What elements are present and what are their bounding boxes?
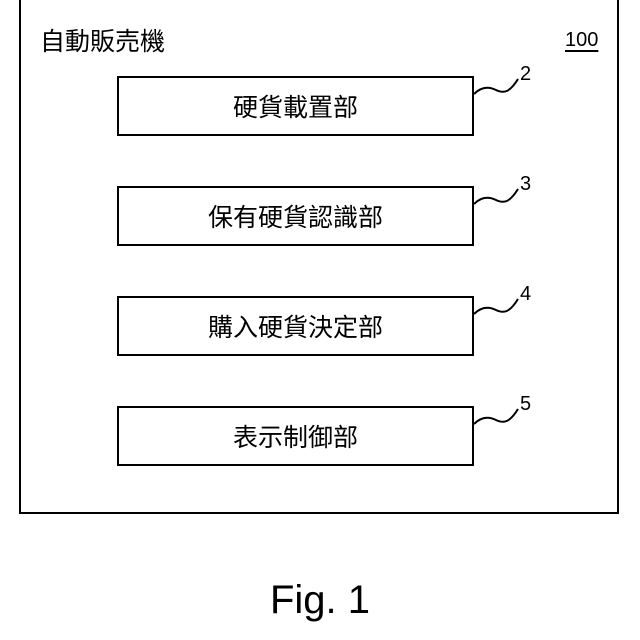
held-coin-recognition-unit-label: 保有硬貨認識部 — [208, 198, 383, 234]
purchase-coin-decision-unit-box: 購入硬貨決定部 — [117, 296, 474, 356]
held-coin-recognition-unit-box: 保有硬貨認識部 — [117, 186, 474, 246]
coin-placement-unit-box: 硬貨載置部 — [117, 76, 474, 136]
coin-placement-unit-ref: 2 — [520, 62, 531, 86]
display-control-unit-ref: 5 — [520, 392, 531, 416]
device-title: 自動販売機 — [40, 22, 165, 62]
held-coin-recognition-unit-ref: 3 — [520, 172, 531, 196]
figure-caption: Fig. 1 — [0, 572, 640, 628]
purchase-coin-decision-unit-label: 購入硬貨決定部 — [208, 308, 383, 344]
device-reference-number: 100 — [565, 26, 598, 54]
purchase-coin-decision-unit-ref: 4 — [520, 282, 531, 306]
display-control-unit-box: 表示制御部 — [117, 406, 474, 466]
display-control-unit-label: 表示制御部 — [233, 418, 358, 454]
coin-placement-unit-label: 硬貨載置部 — [233, 88, 358, 124]
